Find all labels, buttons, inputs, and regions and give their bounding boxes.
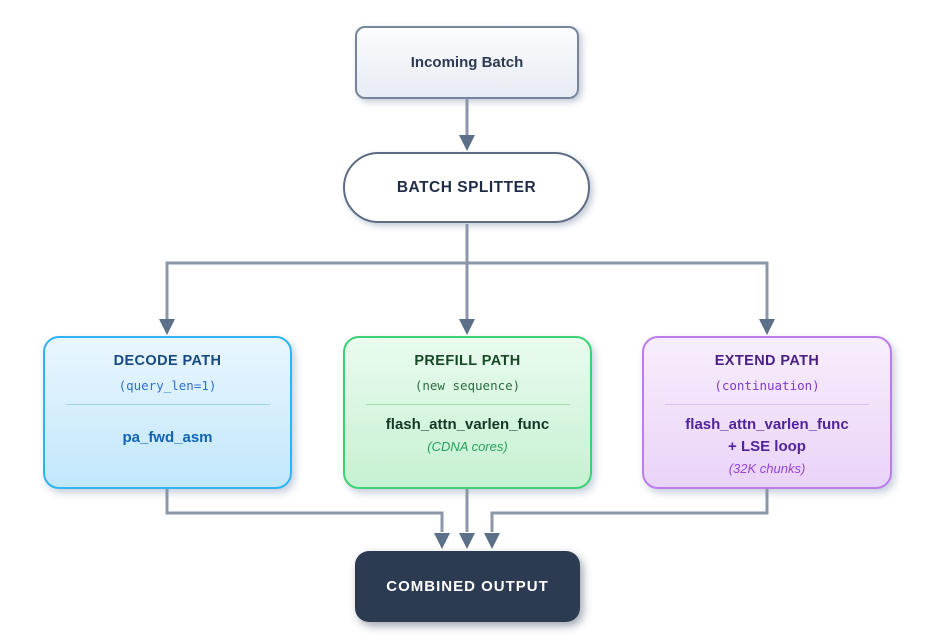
prefill-path-title: PREFILL PATH — [414, 353, 521, 369]
incoming-batch-label: Incoming Batch — [410, 54, 524, 71]
decode-path-subtitle: (query_len=1) — [118, 378, 217, 393]
decode-path-title: DECODE PATH — [113, 353, 222, 369]
extend-path-node: EXTEND PATH (continuation) flash_attn_va… — [642, 336, 892, 489]
arrowhead-prefill — [459, 319, 475, 335]
prefill-path-divider — [365, 404, 570, 405]
prefill-path-kernel: flash_attn_varlen_func — [385, 416, 550, 433]
decode-path-kernel: pa_fwd_asm — [122, 429, 213, 446]
extend-path-kernel: flash_attn_varlen_func — [685, 416, 849, 433]
decode-path-node: DECODE PATH (query_len=1) pa_fwd_asm — [43, 336, 292, 489]
extend-path-note: (32K chunks) — [728, 461, 806, 476]
combined-output-label: COMBINED OUTPUT — [386, 578, 549, 595]
batch-splitter-label: BATCH SPLITTER — [396, 178, 537, 196]
arrowhead-extend — [759, 319, 775, 335]
batch-splitter-node: BATCH SPLITTER — [343, 152, 590, 223]
extend-path-kernel-line2: + LSE loop — [728, 438, 806, 455]
prefill-path-note: (CDNA cores) — [427, 439, 508, 454]
connector-merge-right — [490, 489, 769, 532]
prefill-path-subtitle: (new sequence) — [414, 378, 521, 393]
incoming-batch-node: Incoming Batch — [355, 26, 579, 99]
arrowhead-combined-center — [459, 533, 475, 549]
extend-path-divider — [665, 404, 869, 405]
arrowhead-decode — [159, 319, 175, 335]
connector-merge-left — [165, 489, 444, 532]
extend-path-subtitle: (continuation) — [714, 378, 820, 393]
prefill-path-node: PREFILL PATH (new sequence) flash_attn_v… — [343, 336, 592, 489]
arrowhead-combined-right — [484, 533, 500, 549]
arrowhead-combined-left — [434, 533, 450, 549]
decode-path-divider — [65, 404, 270, 405]
combined-output-node: COMBINED OUTPUT — [355, 551, 580, 622]
extend-path-title: EXTEND PATH — [714, 353, 820, 369]
arrowhead-splitter — [459, 135, 475, 151]
